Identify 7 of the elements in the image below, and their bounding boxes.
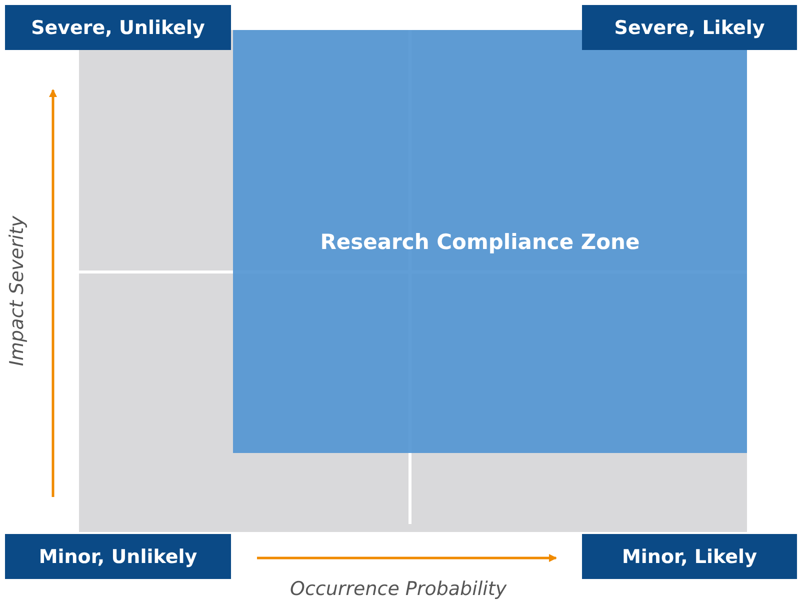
corner-label: Severe, Likely <box>582 5 797 50</box>
corner-label: Minor, Unlikely <box>5 534 231 579</box>
corner-label: Severe, Unlikely <box>5 5 231 50</box>
axis-label: Occurrence Probability <box>290 578 507 600</box>
axis-label: Impact Severity <box>6 216 28 366</box>
zone-title: Research Compliance Zone <box>320 230 640 254</box>
corner-label: Minor, Likely <box>582 534 797 579</box>
